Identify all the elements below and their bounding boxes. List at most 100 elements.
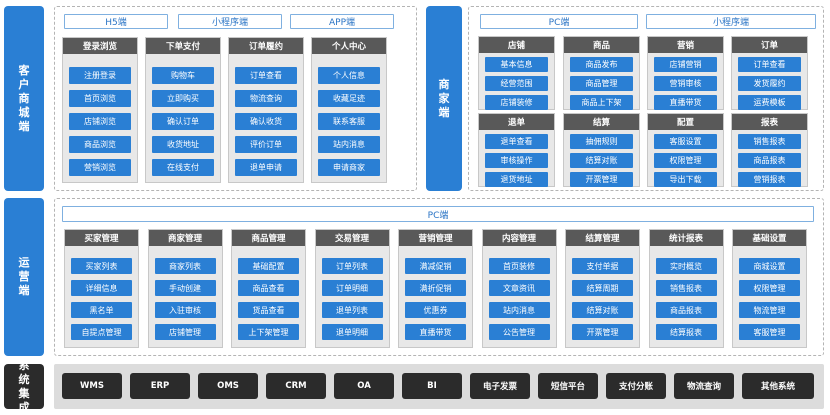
feature-item[interactable]: 退货地址 [485,172,548,187]
integration-system[interactable]: BI [402,373,462,399]
integration-system[interactable]: CRM [266,373,326,399]
feature-item[interactable]: 直播带货 [654,95,717,110]
feature-item[interactable]: 店铺浏览 [69,113,131,130]
feature-item[interactable]: 购物车 [152,67,214,84]
feature-item[interactable]: 退单申请 [235,159,297,176]
feature-item[interactable]: 自提点管理 [71,324,132,340]
feature-item[interactable]: 开票管理 [570,172,633,187]
feature-item[interactable]: 站内消息 [318,136,380,153]
feature-item[interactable]: 物流查询 [235,90,297,107]
feature-item[interactable]: 文章资讯 [488,280,550,296]
feature-item[interactable]: 开票管理 [572,324,633,340]
feature-item[interactable]: 货品查看 [238,302,299,318]
feature-item[interactable]: 确认订单 [152,113,214,130]
feature-item[interactable]: 收货地址 [152,136,214,153]
integration-system[interactable]: 物流查询 [674,373,734,399]
feature-item[interactable]: 商城设置 [739,258,800,274]
feature-item[interactable]: 权限管理 [654,153,717,168]
integration-system[interactable]: 短信平台 [538,373,598,399]
feature-item[interactable]: 首页浏览 [69,90,131,107]
feature-item[interactable]: 入驻审核 [154,302,216,318]
feature-item[interactable]: 营销浏览 [69,159,131,176]
feature-item[interactable]: 销售报表 [655,280,717,296]
feature-item[interactable]: 营销报表 [738,172,801,187]
feature-item[interactable]: 客服管理 [739,324,800,340]
integration-system[interactable]: OA [334,373,394,399]
feature-item[interactable]: 退单列表 [321,302,383,318]
feature-item[interactable]: 订单查看 [738,57,801,72]
feature-item[interactable]: 评价订单 [235,136,297,153]
feature-item[interactable]: 个人信息 [318,67,380,84]
feature-item[interactable]: 销售报表 [738,134,801,149]
integration-system[interactable]: ERP [130,373,190,399]
feature-item[interactable]: 发货履约 [738,76,801,91]
merchant-tab[interactable]: PC端 [480,14,638,29]
feature-item[interactable]: 结算周期 [572,280,633,296]
feature-item[interactable]: 注册登录 [69,67,131,84]
integration-system[interactable]: 其他系统 [742,373,814,399]
merchant-column: 报表销售报表商品报表营销报表 [731,113,808,187]
feature-item[interactable]: 权限管理 [739,280,800,296]
integration-system[interactable]: 电子发票 [470,373,530,399]
feature-item[interactable]: 订单明细 [321,280,383,296]
operation-column: 基础设置商城设置权限管理物流管理客服管理 [732,229,807,348]
feature-item[interactable]: 商品发布 [570,57,633,72]
feature-item[interactable]: 商品报表 [738,153,801,168]
feature-item[interactable]: 实时概览 [655,258,717,274]
feature-item[interactable]: 结算报表 [655,324,717,340]
feature-item[interactable]: 详细信息 [71,280,132,296]
feature-item[interactable]: 立即购买 [152,90,214,107]
feature-item[interactable]: 商品上下架 [570,95,633,110]
feature-item[interactable]: 商品查看 [238,280,299,296]
feature-item[interactable]: 订单查看 [235,67,297,84]
feature-item[interactable]: 结算对账 [572,302,633,318]
feature-item[interactable]: 买家列表 [71,258,132,274]
feature-item[interactable]: 基本信息 [485,57,548,72]
feature-item[interactable]: 满减促销 [405,258,466,274]
feature-item[interactable]: 导出下载 [654,172,717,187]
feature-item[interactable]: 退单明细 [321,324,383,340]
feature-item[interactable]: 商品管理 [570,76,633,91]
feature-item[interactable]: 收藏足迹 [318,90,380,107]
feature-item[interactable]: 手动创建 [154,280,216,296]
feature-item[interactable]: 订单列表 [321,258,383,274]
customer-tab[interactable]: H5端 [64,14,168,29]
customer-tab[interactable]: 小程序端 [178,14,282,29]
feature-item[interactable]: 抽佣规则 [570,134,633,149]
feature-item[interactable]: 确认收货 [235,113,297,130]
feature-item[interactable]: 商品浏览 [69,136,131,153]
feature-item[interactable]: 客服设置 [654,134,717,149]
feature-item[interactable]: 联系客服 [318,113,380,130]
integration-system[interactable]: OMS [198,373,258,399]
feature-item[interactable]: 结算对账 [570,153,633,168]
feature-item[interactable]: 满折促销 [405,280,466,296]
feature-item[interactable]: 基础配置 [238,258,299,274]
customer-tab[interactable]: APP端 [290,14,394,29]
feature-item[interactable]: 运费模板 [738,95,801,110]
integration-system[interactable]: WMS [62,373,122,399]
feature-item[interactable]: 店铺营销 [654,57,717,72]
feature-item[interactable]: 商品报表 [655,302,717,318]
feature-item[interactable]: 审核操作 [485,153,548,168]
feature-item[interactable]: 店铺管理 [154,324,216,340]
feature-item[interactable]: 站内消息 [488,302,550,318]
feature-item[interactable]: 直播带货 [405,324,466,340]
feature-item[interactable]: 支付单据 [572,258,633,274]
feature-item[interactable]: 申请商家 [318,159,380,176]
feature-item[interactable]: 公告管理 [488,324,550,340]
feature-item[interactable]: 黑名单 [71,302,132,318]
merchant-tab[interactable]: 小程序端 [646,14,816,29]
operation-tab[interactable]: PC端 [62,206,814,222]
feature-item[interactable]: 店铺装修 [485,95,548,110]
feature-item[interactable]: 营销审核 [654,76,717,91]
feature-item[interactable]: 经营范围 [485,76,548,91]
feature-item[interactable]: 上下架管理 [238,324,299,340]
operation-side-label: 运营端 [4,198,44,356]
feature-item[interactable]: 物流管理 [739,302,800,318]
feature-item[interactable]: 优惠券 [405,302,466,318]
feature-item[interactable]: 退单查看 [485,134,548,149]
feature-item[interactable]: 在线支付 [152,159,214,176]
feature-item[interactable]: 商家列表 [154,258,216,274]
feature-item[interactable]: 首页装修 [488,258,550,274]
integration-system[interactable]: 支付分账 [606,373,666,399]
